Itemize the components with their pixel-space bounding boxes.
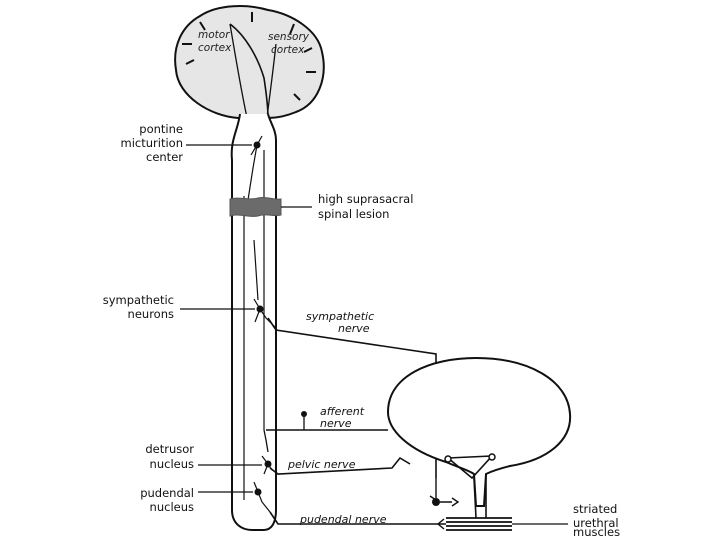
- lesion-label-2: spinal lesion: [318, 207, 389, 221]
- pudendal-neuron-processes: [253, 481, 271, 513]
- sympathetic-terminal: [432, 498, 440, 506]
- striated-label-3: muscles: [573, 525, 620, 539]
- striated-urethral-muscles: [446, 517, 512, 531]
- afferent-nerve-label-1: afferent: [320, 405, 365, 418]
- brain-outline: [174, 5, 325, 119]
- urethra: [473, 474, 487, 519]
- spinal-lesion: [229, 196, 282, 217]
- bladder-outline: [386, 356, 572, 507]
- sympathetic-neuron-processes: [253, 239, 277, 329]
- motor-cortex-label-2: cortex: [198, 42, 232, 54]
- bladder-trigone: [445, 455, 494, 480]
- brain-fissure: [229, 23, 269, 119]
- striated-label-2: urethral: [573, 516, 619, 530]
- detrusor-label-1: detrusor: [145, 442, 194, 456]
- ureter-opening-right: [488, 453, 496, 461]
- detrusor-label-2: nucleus: [150, 457, 194, 471]
- pontine-label-3: center: [146, 150, 183, 164]
- pontine-label-1: pontine: [139, 122, 183, 136]
- brain: [174, 5, 325, 119]
- sympathetic-neurons-label-1: sympathetic: [103, 293, 174, 307]
- pudendal-nerve: [269, 511, 446, 525]
- pelvic-nerve-label: pelvic nerve: [287, 458, 356, 471]
- pudendal-nucleus-label-2: nucleus: [150, 500, 194, 514]
- sympathetic-nerve-label-1: sympathetic: [306, 310, 374, 323]
- pontine-label-2: micturition: [121, 136, 183, 150]
- motor-cortex-label-1: motor: [198, 29, 230, 41]
- afferent-nerve-root: [263, 429, 269, 453]
- striated-label-1: striated: [573, 502, 617, 516]
- sensory-cortex-label-2: cortex: [271, 44, 305, 56]
- pelvic-nerve: [269, 456, 411, 475]
- pontine-neuron-processes: [247, 135, 263, 201]
- lesion-label-1: high suprasacral: [318, 192, 413, 206]
- sympathetic-neurons-label-2: neurons: [128, 307, 174, 321]
- pudendal-nerve-terminal: [436, 518, 445, 530]
- sympathetic-terminal-branch: [429, 478, 460, 507]
- ureter-opening-left: [444, 455, 452, 463]
- spinal-cord-outline: [230, 113, 277, 531]
- afferent-ganglion: [301, 411, 307, 417]
- afferent-nerve-label-2: nerve: [320, 417, 352, 430]
- brain-sulcus: [182, 12, 316, 101]
- sensory-cortex-label-1: sensory: [268, 31, 310, 43]
- sympathetic-nerve-label-2: nerve: [338, 322, 370, 335]
- pudendal-nerve-label: pudendal nerve: [299, 513, 387, 526]
- pudendal-nucleus-label-1: pudendal: [140, 486, 194, 500]
